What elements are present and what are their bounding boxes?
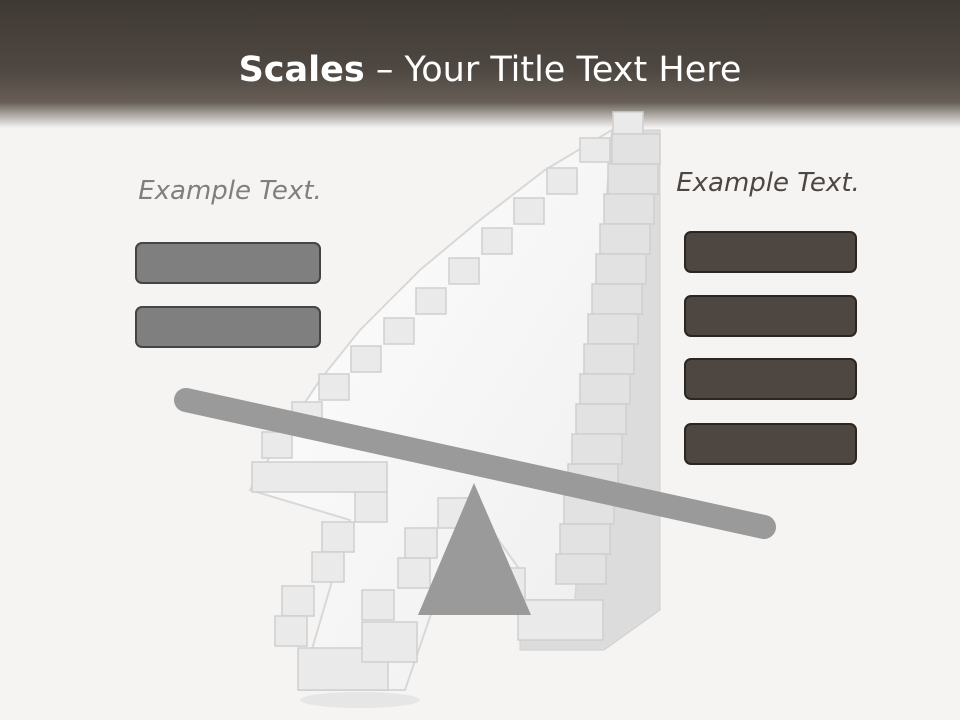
title-bold: Scales xyxy=(238,50,365,90)
right-text-box-3[interactable] xyxy=(684,358,857,400)
scale-fulcrum xyxy=(418,483,531,615)
right-text-box-1[interactable] xyxy=(684,231,857,273)
slide-title: Scales – Your Title Text Here xyxy=(0,50,960,90)
left-text-box-2[interactable] xyxy=(135,306,321,348)
right-text-box-4[interactable] xyxy=(684,423,857,465)
right-example-text: Example Text. xyxy=(676,168,860,198)
right-text-box-2[interactable] xyxy=(684,295,857,337)
title-bar xyxy=(0,0,960,128)
left-text-box-1[interactable] xyxy=(135,242,321,284)
left-example-text: Example Text. xyxy=(138,176,322,206)
title-rest: – Your Title Text Here xyxy=(364,50,742,90)
scale-beam xyxy=(174,388,776,539)
